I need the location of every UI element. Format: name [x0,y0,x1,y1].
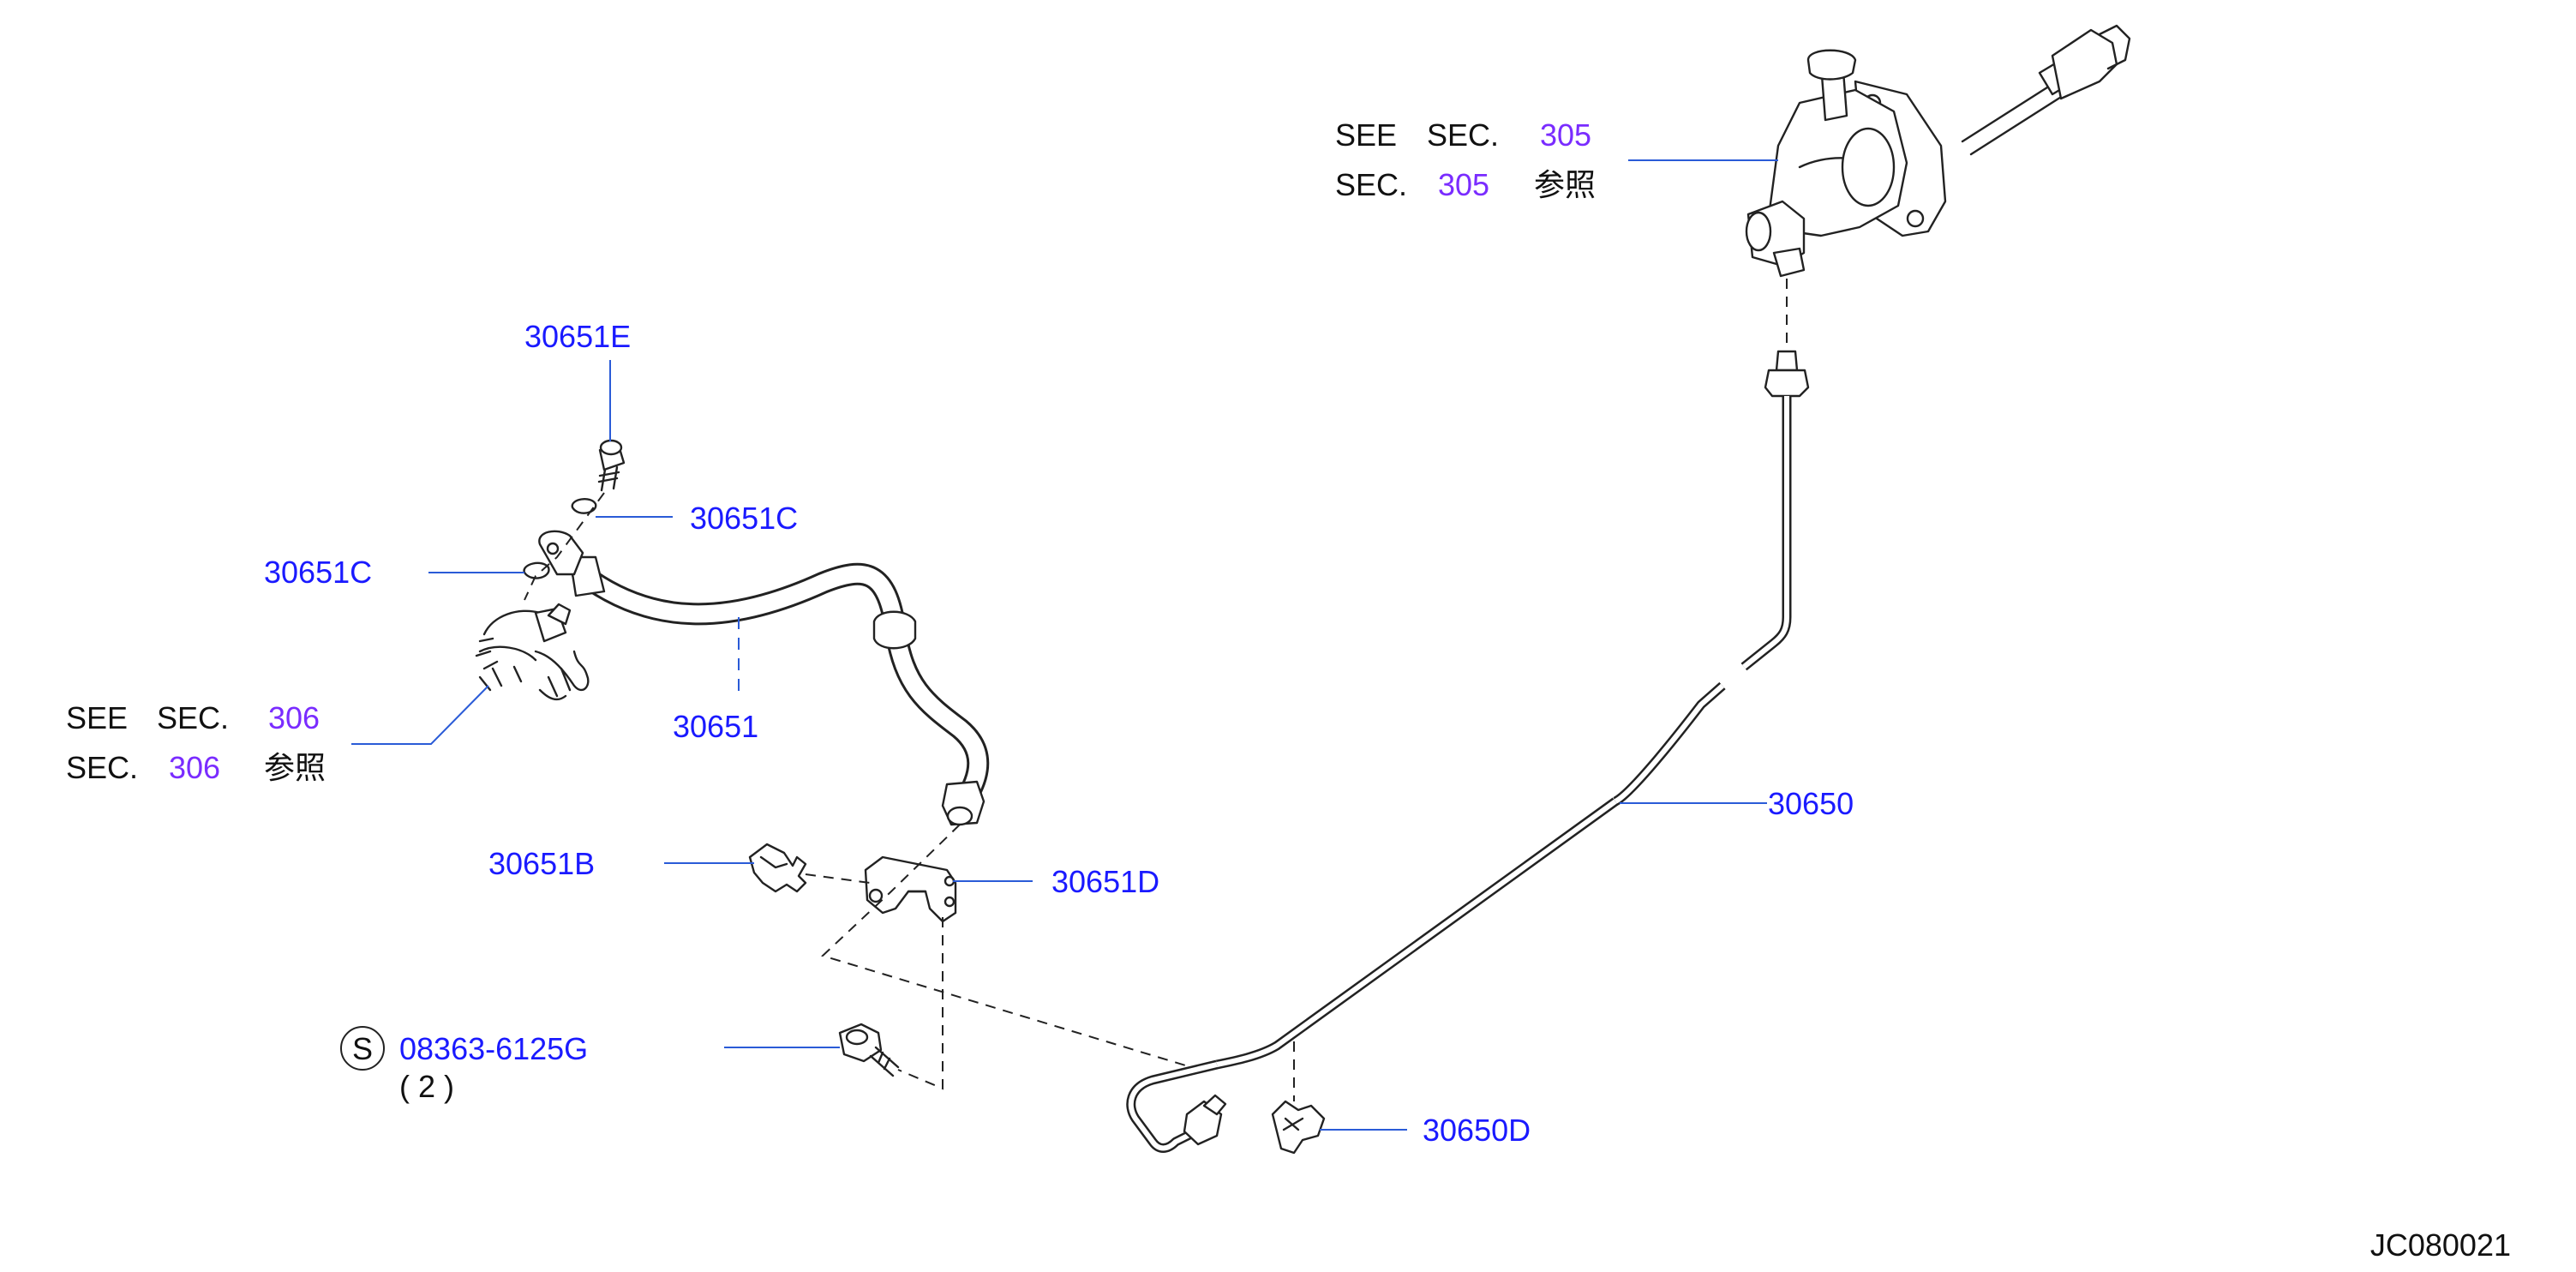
standard-part-symbol [340,1026,385,1071]
clutch-pipe-30650 [1126,350,1810,1153]
reference-label-306: 参照 [264,751,326,786]
see-label-306: SEE [66,700,128,735]
section-link-305-ref[interactable]: 305 [1438,167,1489,202]
part-label-30651e[interactable]: 30651E [524,319,631,354]
part-label-30651[interactable]: 30651 [673,709,758,744]
part-label-30651c-right[interactable]: 30651C [690,501,798,536]
leader-306 [351,685,489,745]
bolt-08363-6125g [838,1023,900,1077]
part-label-30651c-left[interactable]: 30651C [264,555,372,590]
sec-label-306-ref: SEC. [66,750,138,785]
part-label-30651d[interactable]: 30651D [1051,864,1159,899]
reference-label-305: 参照 [1534,168,1596,203]
section-link-306[interactable]: 306 [268,700,320,735]
bracket-30651d [864,855,957,923]
washer-30651c-lower [523,561,550,579]
clutch-operating-cylinder [475,603,590,701]
clip-30650d [1271,1100,1326,1155]
sec-label-306: SEC. [157,700,229,735]
diagram-id: JC080021 [2370,1227,2511,1263]
washer-30651c-upper [571,498,597,514]
clip-30651b [748,843,807,893]
part-label-30651b[interactable]: 30651B [488,846,595,881]
part-label-30650[interactable]: 30650 [1768,786,1854,821]
section-link-306-ref[interactable]: 306 [169,750,220,785]
clutch-master-cylinder [1745,24,2131,278]
part-quantity-08363: ( 2 ) [399,1069,454,1104]
sec-label-305: SEC. [1427,117,1499,153]
see-label-305: SEE [1335,117,1397,153]
clutch-hose-30651 [538,530,990,826]
section-link-305[interactable]: 305 [1540,117,1591,153]
part-label-08363-6125g[interactable]: 08363-6125G [399,1031,588,1066]
part-label-30650d[interactable]: 30650D [1423,1113,1531,1148]
standard-part-symbol-letter: S [352,1031,373,1066]
sec-label-305-ref: SEC. [1335,167,1407,202]
bolt-30651e [597,439,626,492]
